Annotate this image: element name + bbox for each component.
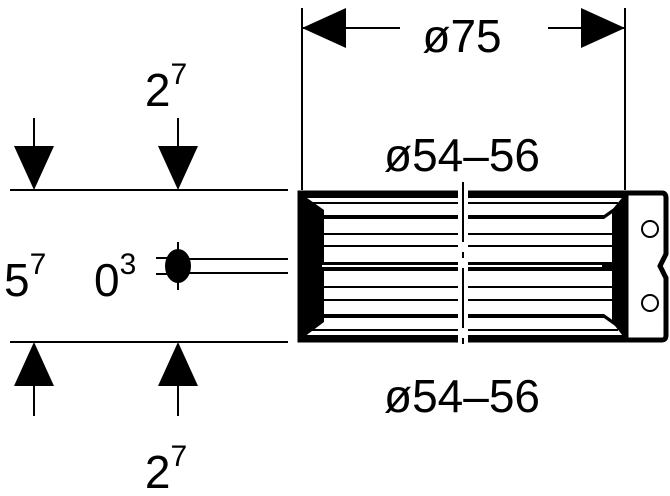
top-width-label: 27 <box>145 58 187 116</box>
arrow-down-left-icon <box>14 146 54 190</box>
section-dot-icon <box>165 249 191 283</box>
hole-top-icon <box>641 220 659 238</box>
seal-end-cap <box>626 190 669 343</box>
hole-bottom-icon <box>641 294 659 312</box>
inner-diameter-bottom-label: ø54–56 <box>384 370 540 422</box>
arrow-up-right-icon <box>158 342 198 386</box>
height-label: 57 <box>4 248 46 306</box>
seal-ring-section <box>297 182 669 352</box>
inner-diameter-top-label: ø54–56 <box>384 129 540 181</box>
bottom-width-label: 27 <box>145 440 187 496</box>
arrow-down-right-icon <box>158 146 198 190</box>
bottom-width-dimension: 27 <box>14 342 198 496</box>
arrow-right-icon <box>581 8 625 48</box>
arrow-up-left-icon <box>14 342 54 386</box>
top-width-dimension: 27 <box>14 58 198 190</box>
thickness-label: 03 <box>94 248 136 306</box>
arrow-left-icon <box>302 8 346 48</box>
outer-diameter-dimension: ø75 <box>301 8 626 190</box>
outer-diameter-label: ø75 <box>422 10 501 62</box>
right-wall <box>612 193 626 340</box>
section-marker <box>156 242 288 290</box>
